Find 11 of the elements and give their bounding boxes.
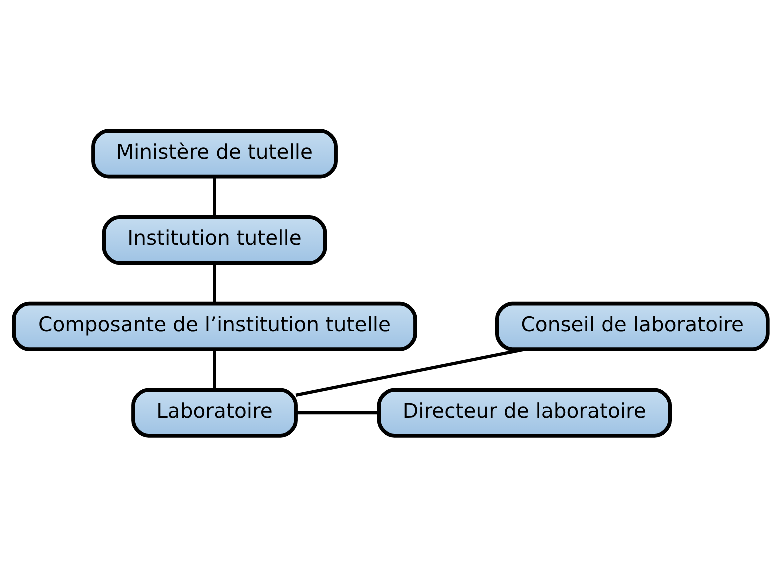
connector xyxy=(213,349,216,390)
connector xyxy=(213,176,216,216)
connector xyxy=(296,410,379,414)
node-box: Composante de l’institution tutelle xyxy=(12,301,418,351)
node-box: Institution tutelle xyxy=(102,215,328,265)
node-box: Laboratoire xyxy=(132,388,298,438)
connector xyxy=(213,263,216,303)
node-box: Conseil de laboratoire xyxy=(495,301,770,351)
node-box: Ministère de tutelle xyxy=(92,128,338,178)
node-box: Directeur de laboratoire xyxy=(377,388,672,438)
connector xyxy=(296,348,525,397)
